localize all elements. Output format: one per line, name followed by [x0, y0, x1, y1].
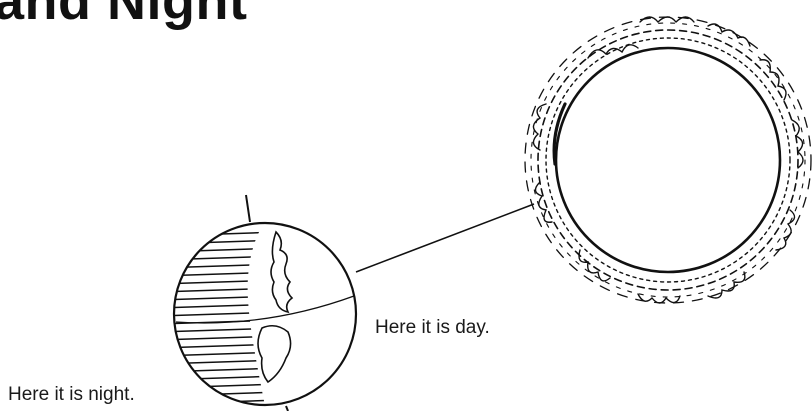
earth-globe-icon [160, 195, 356, 411]
sun-icon [525, 17, 811, 303]
night-label: Here it is night. [8, 384, 135, 406]
sunlight-line [356, 204, 534, 272]
day-label: Here it is day. [375, 317, 490, 339]
